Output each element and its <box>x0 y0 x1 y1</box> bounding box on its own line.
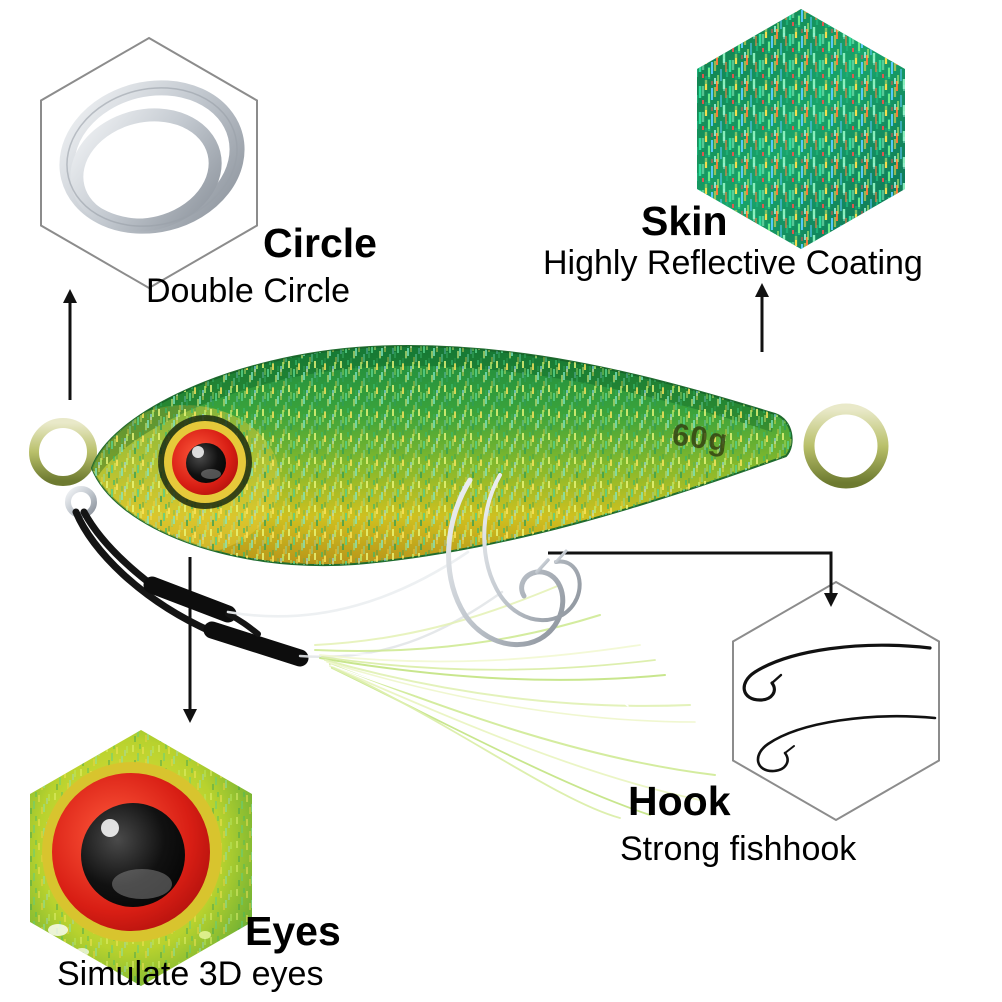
eyes-inset <box>30 730 252 986</box>
skin-callout-title: Skin <box>641 198 728 244</box>
lure-weight-label: 60g <box>670 416 731 459</box>
feather-tinsel <box>314 584 716 819</box>
assist-hooks <box>446 473 582 647</box>
circle-callout-title: Circle <box>263 220 377 266</box>
tail-split-ring <box>803 403 889 489</box>
circle-inset <box>40 36 258 290</box>
annotation-arrows <box>63 283 838 723</box>
hook-callout-title: Hook <box>628 778 731 824</box>
lure-eye <box>158 415 252 509</box>
nose-split-ring <box>29 418 97 486</box>
eyes-callout-description: Simulate 3D eyes <box>57 955 324 993</box>
hook-inset-hexagon <box>732 580 940 822</box>
assist-hook-1 <box>446 477 566 647</box>
eyes-callout-title: Eyes <box>245 908 341 954</box>
skin-callout-description: Highly Reflective Coating <box>543 244 923 282</box>
arrow-to-hook-inset <box>548 551 838 607</box>
circle-callout-description: Double Circle <box>146 272 351 310</box>
double-ring-icon <box>59 80 245 234</box>
fishhook-icon <box>742 643 937 773</box>
hook-callout-description: Strong fishhook <box>620 830 857 868</box>
hook-inset <box>732 580 940 822</box>
assist-cord <box>72 508 309 667</box>
assist-hook-2 <box>482 473 582 623</box>
eyes-texture <box>30 730 252 986</box>
